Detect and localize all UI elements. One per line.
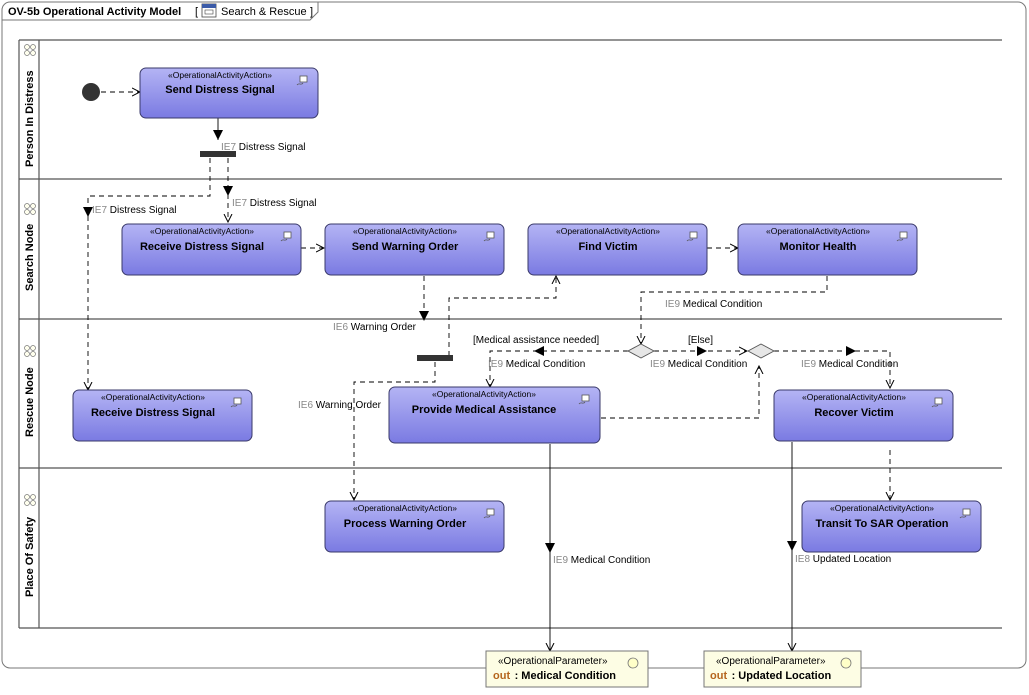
- frame-context[interactable]: Search & Rescue: [221, 6, 307, 18]
- lane-partition-icon[interactable]: [24, 345, 36, 357]
- parameter-label: out : Updated Location: [710, 666, 831, 683]
- frame-title: OV-5b Operational Activity Model: [8, 6, 181, 18]
- action-receive-distress-signal-search[interactable]: «OperationalActivityAction» Receive Dist…: [121, 223, 302, 276]
- flow-label-ie9-output[interactable]: IE9 Medical Condition: [553, 555, 650, 566]
- swimlane-grid: [18, 39, 1002, 629]
- initial-node[interactable]: [82, 83, 100, 101]
- frame-bracket-close: ]: [310, 6, 313, 18]
- activity-diagram-icon[interactable]: [201, 3, 217, 18]
- action-stereotype: «OperationalActivityAction»: [432, 389, 536, 399]
- flow-fork-to-receive-rescue[interactable]: [88, 158, 211, 390]
- flow-direction-markers: [83, 130, 856, 553]
- lane-partition-icon[interactable]: [24, 203, 36, 215]
- flow-label-ie7-right[interactable]: IE7 Distress Signal: [232, 198, 317, 209]
- action-stereotype: «OperationalActivityAction»: [802, 392, 906, 402]
- action-transit-to-sar-operation[interactable]: «OperationalActivityAction» Transit To S…: [801, 500, 982, 553]
- action-stereotype: «OperationalActivityAction»: [353, 503, 457, 513]
- parameter-label: out : Medical Condition: [493, 666, 616, 683]
- action-receive-distress-signal-rescue[interactable]: «OperationalActivityAction» Receive Dist…: [72, 389, 253, 442]
- flow-label-ie9-provide[interactable]: IE9 Medical Condition: [488, 359, 585, 370]
- action-name: Recover Victim: [814, 407, 894, 419]
- flow-fork-to-process[interactable]: [354, 362, 436, 500]
- action-name: Receive Distress Signal: [91, 407, 215, 419]
- flow-label-ie9-monitor[interactable]: IE9 Medical Condition: [665, 299, 762, 310]
- flow-monitor-to-decision[interactable]: [641, 276, 828, 344]
- lane-label-person[interactable]: Person In Distress: [24, 70, 36, 167]
- action-stereotype: «OperationalActivityAction»: [766, 226, 870, 236]
- fork-node-warning[interactable]: [417, 355, 453, 361]
- flow-merge-to-recover[interactable]: [774, 350, 890, 388]
- action-monitor-health[interactable]: «OperationalActivityAction» Monitor Heal…: [737, 223, 918, 276]
- guard-medical-assistance-needed[interactable]: [Medical assistance needed]: [473, 335, 599, 346]
- flow-label-ie9-recover[interactable]: IE9 Medical Condition: [801, 359, 898, 370]
- action-name: Monitor Health: [780, 241, 857, 253]
- action-name: Process Warning Order: [344, 518, 467, 530]
- flow-label-ie7-fork[interactable]: IE7 Distress Signal: [221, 142, 306, 153]
- action-name: Provide Medical Assistance: [412, 404, 557, 416]
- action-name: Send Warning Order: [352, 241, 459, 253]
- flow-label-ie8-output[interactable]: IE8 Updated Location: [795, 554, 891, 565]
- flow-decision-to-provide[interactable]: [490, 350, 628, 387]
- parameter-medical-condition[interactable]: «OperationalParameter» out : Medical Con…: [485, 650, 649, 688]
- parameter-icon: [627, 657, 639, 669]
- diagram-frame: [1, 1, 1027, 669]
- action-stereotype: «OperationalActivityAction»: [556, 226, 660, 236]
- merge-node[interactable]: [747, 343, 775, 359]
- action-process-warning-order[interactable]: «OperationalActivityAction» Process Warn…: [324, 500, 505, 553]
- parameter-icon: [840, 657, 852, 669]
- action-name: Receive Distress Signal: [140, 241, 264, 253]
- lane-label-safety[interactable]: Place Of Safety: [24, 516, 36, 597]
- frame-bracket-open: [: [195, 6, 198, 18]
- decision-node[interactable]: [627, 343, 655, 359]
- action-find-victim[interactable]: «OperationalActivityAction» Find Victim: [527, 223, 708, 276]
- action-name: Send Distress Signal: [165, 84, 274, 96]
- lane-label-search[interactable]: Search Node: [24, 224, 36, 291]
- flow-provide-to-merge[interactable]: [601, 366, 759, 419]
- lane-label-rescue[interactable]: Rescue Node: [24, 367, 36, 437]
- action-send-warning-order[interactable]: «OperationalActivityAction» Send Warning…: [324, 223, 505, 276]
- action-name: Transit To SAR Operation: [815, 518, 948, 530]
- action-stereotype: «OperationalActivityAction»: [830, 503, 934, 513]
- flow-label-ie7-left[interactable]: IE7 Distress Signal: [92, 205, 177, 216]
- lane-partition-icon[interactable]: [24, 44, 36, 56]
- parameter-stereotype: «OperationalParameter»: [716, 656, 826, 667]
- flow-fork-to-find[interactable]: [448, 276, 556, 356]
- action-send-distress-signal[interactable]: «OperationalActivityAction» Send Distres…: [139, 67, 319, 119]
- action-recover-victim[interactable]: «OperationalActivityAction» Recover Vict…: [773, 389, 954, 442]
- parameter-stereotype: «OperationalParameter»: [498, 656, 608, 667]
- action-provide-medical-assistance[interactable]: «OperationalActivityAction» Provide Medi…: [388, 386, 601, 444]
- flow-label-ie9-decision[interactable]: IE9 Medical Condition: [650, 359, 747, 370]
- action-name: Find Victim: [578, 241, 637, 253]
- lane-partition-icon[interactable]: [24, 494, 36, 506]
- action-stereotype: «OperationalActivityAction»: [150, 226, 254, 236]
- action-stereotype: «OperationalActivityAction»: [353, 226, 457, 236]
- flow-label-ie6-process[interactable]: IE6 Warning Order: [298, 400, 382, 411]
- guard-else[interactable]: [Else]: [688, 335, 713, 346]
- action-stereotype: «OperationalActivityAction»: [101, 392, 205, 402]
- action-stereotype: «OperationalActivityAction»: [168, 70, 272, 80]
- flow-label-ie6-fork[interactable]: IE6 Warning Order: [333, 322, 417, 333]
- fork-node-distress[interactable]: [200, 151, 236, 157]
- parameter-updated-location[interactable]: «OperationalParameter» out : Updated Loc…: [703, 650, 862, 688]
